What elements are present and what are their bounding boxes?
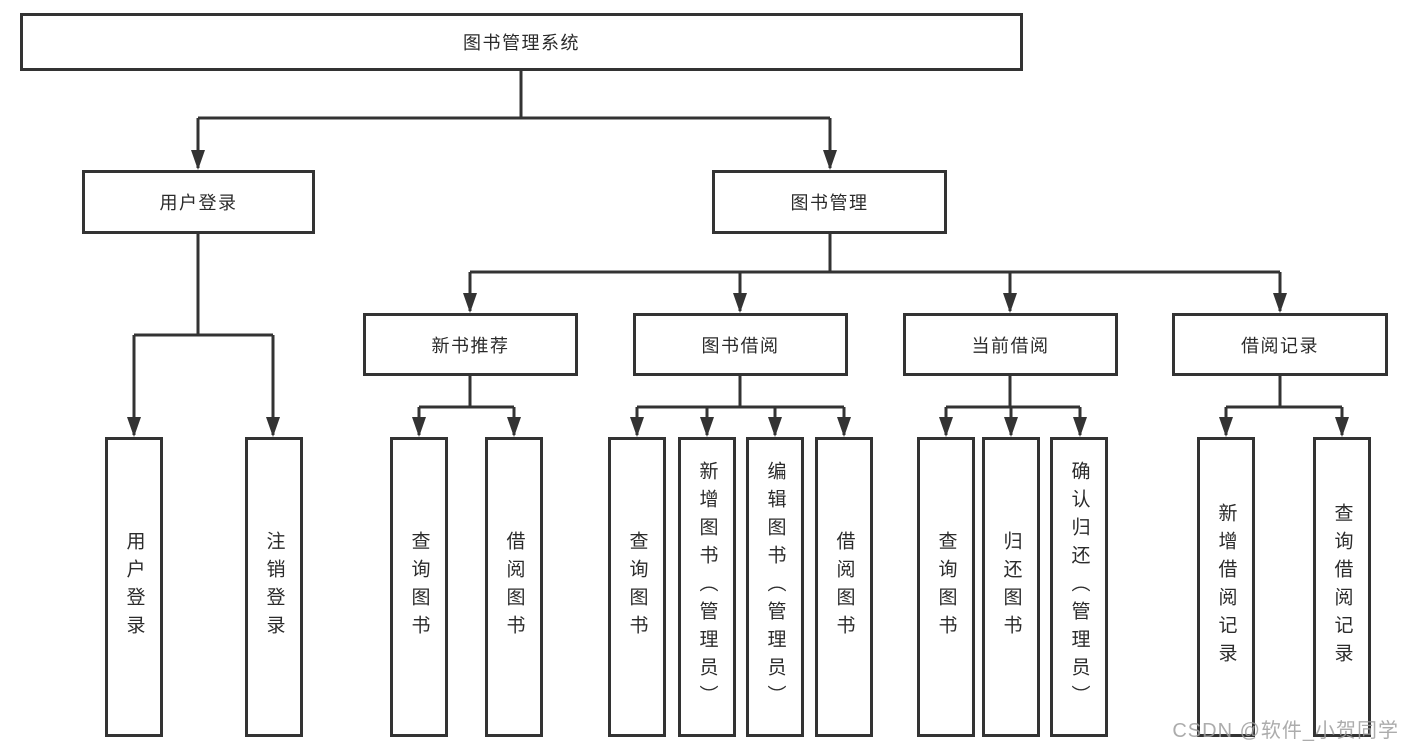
leaf-current-confirm-return-admin: 确认归还（管理员）: [1050, 437, 1108, 737]
connector-arrow-lines: [127, 118, 1349, 437]
node-new-book-recommendation: 新书推荐: [363, 313, 578, 376]
node-user-login: 用户登录: [82, 170, 315, 234]
leaf-borrowing-query-books: 查询图书: [608, 437, 666, 737]
leaf-borrowing-edit-books-admin: 编辑图书（管理员）: [746, 437, 804, 737]
node-library-management-system: 图书管理系统: [20, 13, 1023, 71]
leaf-records-query-borrow-record: 查询借阅记录: [1313, 437, 1371, 737]
node-book-management: 图书管理: [712, 170, 947, 234]
leaf-borrowing-borrow-books: 借阅图书: [815, 437, 873, 737]
leaf-newbook-query-books: 查询图书: [390, 437, 448, 737]
leaf-current-query-books: 查询图书: [917, 437, 975, 737]
leaf-current-return-books: 归还图书: [982, 437, 1040, 737]
leaf-user-login: 用户登录: [105, 437, 163, 737]
csdn-watermark: CSDN @软件_小贺同学: [1172, 720, 1399, 742]
node-book-borrowing: 图书借阅: [633, 313, 848, 376]
leaf-logout: 注销登录: [245, 437, 303, 737]
leaf-newbook-borrow-books: 借阅图书: [485, 437, 543, 737]
connector-trunk-lines: [134, 70, 1342, 409]
leaf-borrowing-add-books-admin: 新增图书（管理员）: [678, 437, 736, 737]
node-current-borrowing: 当前借阅: [903, 313, 1118, 376]
node-borrowing-records: 借阅记录: [1172, 313, 1388, 376]
leaf-records-add-borrow-record: 新增借阅记录: [1197, 437, 1255, 737]
